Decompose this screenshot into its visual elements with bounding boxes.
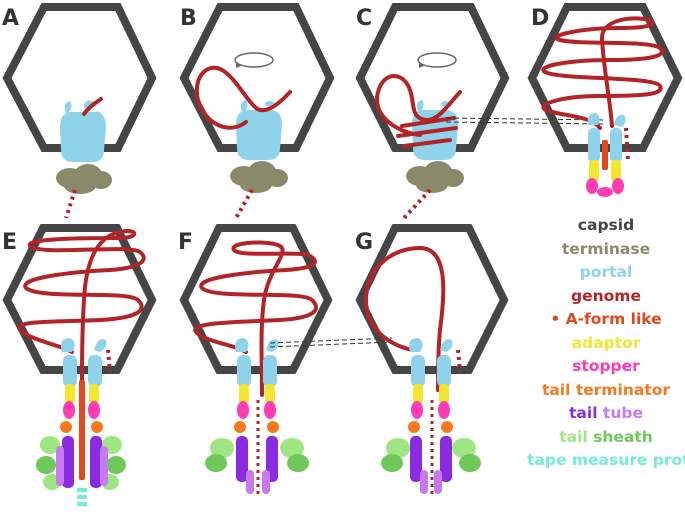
stopper (237, 401, 276, 419)
genome-dotted (624, 127, 630, 161)
panel-label-e: E (2, 230, 18, 255)
capsid-hexagon (355, 3, 510, 152)
genome-coils (396, 116, 458, 148)
terminase (406, 161, 464, 193)
tail-sheath (205, 438, 309, 472)
capsid-hexagon (179, 2, 335, 152)
panel-label-g: G (355, 230, 374, 255)
stopper (411, 401, 450, 419)
legend-capsid: capsid (577, 216, 635, 234)
aform-segment (602, 140, 608, 170)
tail-terminator (408, 421, 453, 433)
legend-aform: • A-form like (550, 310, 662, 328)
legend-stopper: stopper (572, 357, 640, 375)
tail-sheath (381, 438, 481, 472)
stopper (63, 401, 100, 419)
adaptor (589, 160, 621, 182)
tail-tube (236, 436, 278, 494)
portal (235, 338, 279, 387)
panel-g (355, 224, 509, 495)
genome (541, 16, 664, 130)
legend-tail-terminator: tail terminator (541, 380, 671, 399)
portal (61, 338, 107, 387)
tail-tube (56, 436, 108, 488)
legend-terminase: terminase (561, 239, 651, 258)
genome-dotted (64, 189, 77, 219)
legend-tape-measure: tape measure protein (527, 451, 685, 469)
genome (193, 240, 318, 397)
portal (587, 113, 626, 162)
genome (375, 74, 462, 137)
stopper (586, 178, 624, 197)
genome (194, 65, 292, 130)
legend-adaptor: adaptor (571, 333, 641, 352)
genome (82, 97, 103, 116)
genome-dotted (234, 189, 254, 219)
capsid-hexagon (2, 224, 157, 374)
panel-label-c: C (356, 6, 373, 31)
legend-genome: genome (571, 286, 641, 305)
panel-label-a: A (2, 6, 20, 31)
genome-dotted (402, 188, 432, 220)
adaptor (65, 384, 99, 404)
legend: capsid terminase portal genome • A-form … (527, 214, 685, 473)
rotation-arrow (234, 52, 274, 68)
genome (363, 245, 446, 392)
panel-d (527, 3, 683, 197)
panel-a (2, 2, 157, 219)
rotation-arrow (417, 52, 457, 68)
capsid-hexagon (527, 3, 683, 152)
portal (409, 338, 453, 387)
aform-segment (79, 380, 85, 480)
legend-tail-sheath: tail sheath (559, 427, 653, 446)
capsid-hexagon (179, 224, 333, 374)
panel-label-f: F (178, 230, 194, 255)
portal (60, 100, 106, 162)
genome (17, 229, 146, 382)
panel-b (179, 2, 335, 219)
tail-terminator (60, 421, 103, 433)
tail-terminator (234, 421, 279, 433)
terminase (56, 164, 112, 194)
panel-f (179, 224, 393, 495)
panel-label-b: B (180, 6, 197, 31)
tail-tube (410, 436, 452, 494)
panel-label-d: D (531, 6, 550, 31)
legend-portal: portal (579, 263, 633, 281)
legend-tail-tube: tail tube (569, 404, 643, 422)
capsid-hexagon (355, 224, 509, 374)
guide-dashed-line (269, 337, 393, 348)
tail-sheath (36, 436, 126, 490)
capsid-hexagon (2, 2, 157, 152)
tape-measure-protein (77, 488, 87, 506)
panel-e (2, 224, 157, 506)
guide-dashed-line (445, 117, 607, 125)
terminase (230, 161, 288, 193)
adaptor (239, 384, 275, 404)
panel-c (355, 3, 607, 220)
adaptor (413, 384, 449, 404)
